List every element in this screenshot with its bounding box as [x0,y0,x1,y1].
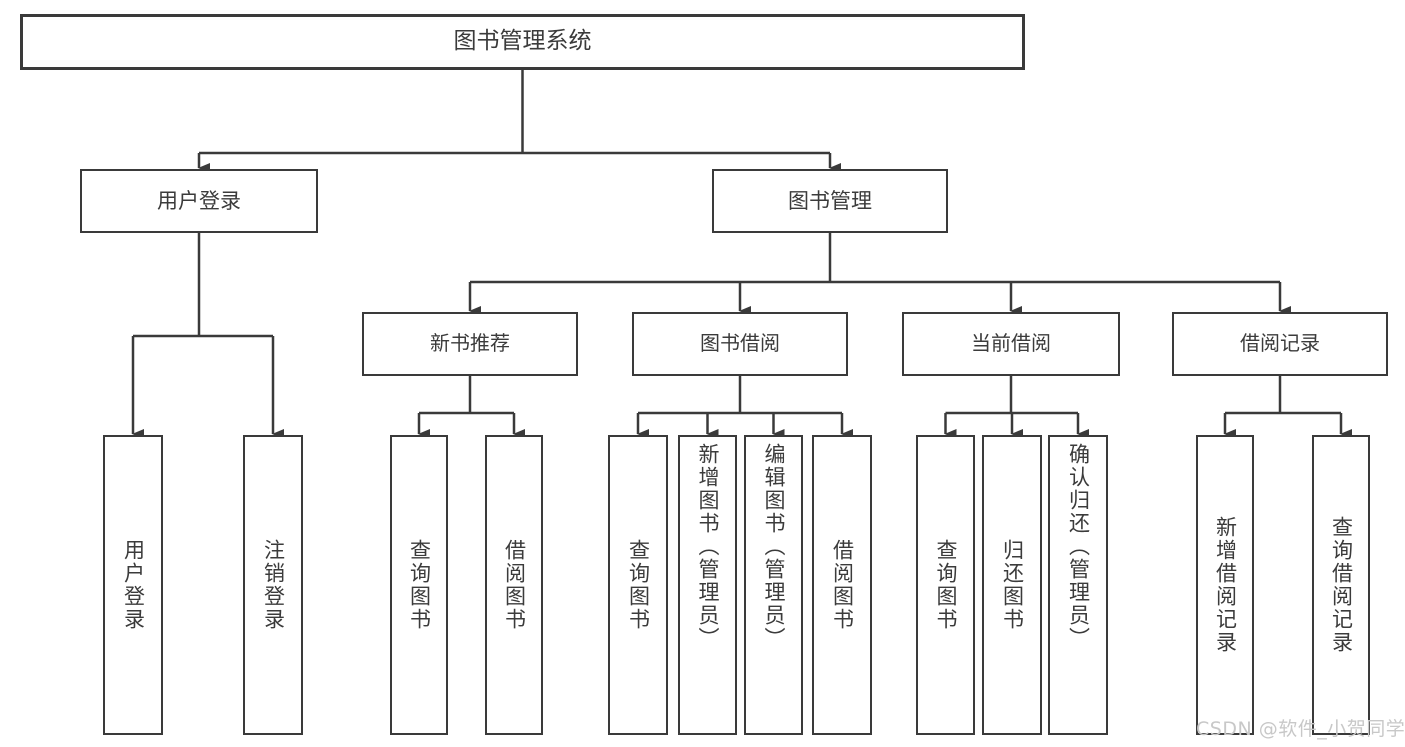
node-label-wrap: 新增图书（管理员） [680,437,735,733]
node-label-wrap: 借阅图书 [814,437,870,733]
node-label-wrap: 注销登录 [245,437,301,733]
node-label: 用户登录 [121,539,146,631]
node-label: 用户登录 [157,188,241,213]
node-label-wrap: 归还图书 [984,437,1040,733]
node-label: 查询图书 [626,539,651,631]
node-label: 图书管理 [788,188,872,213]
node-leaf-add-book[interactable]: 新增图书（管理员） [678,435,737,735]
node-leaf-query-record[interactable]: 查询借阅记录 [1312,435,1370,735]
node-label: 确认归还（管理员） [1066,443,1091,650]
node-label: 新增借阅记录 [1213,516,1238,654]
node-leaf-query-book-1[interactable]: 查询图书 [390,435,448,735]
node-label: 查询借阅记录 [1329,516,1354,654]
node-borrow-record[interactable]: 借阅记录 [1172,312,1388,376]
node-label-wrap: 查询图书 [392,437,446,733]
node-new-book-rec[interactable]: 新书推荐 [362,312,578,376]
node-user-login[interactable]: 用户登录 [80,169,318,233]
node-leaf-user-login[interactable]: 用户登录 [103,435,163,735]
node-label: 图书管理系统 [453,28,592,55]
node-label: 归还图书 [1000,539,1025,631]
node-label-wrap: 借阅图书 [487,437,541,733]
node-leaf-borrow-book-1[interactable]: 借阅图书 [485,435,543,735]
node-leaf-logout[interactable]: 注销登录 [243,435,303,735]
node-label: 图书借阅 [700,331,780,356]
node-label: 新增图书（管理员） [696,443,720,650]
node-leaf-borrow-book-2[interactable]: 借阅图书 [812,435,872,735]
node-label-wrap: 确认归还（管理员） [1050,437,1106,733]
node-leaf-query-book-3[interactable]: 查询图书 [916,435,975,735]
node-leaf-query-book-2[interactable]: 查询图书 [608,435,668,735]
node-root[interactable]: 图书管理系统 [20,14,1025,70]
node-label-wrap: 查询图书 [610,437,666,733]
node-book-manage[interactable]: 图书管理 [712,169,948,233]
node-label: 编辑图书（管理员） [762,443,786,650]
node-label: 新书推荐 [430,331,510,356]
node-label-wrap: 编辑图书（管理员） [746,437,801,733]
node-label-wrap: 新增借阅记录 [1198,437,1252,733]
node-leaf-confirm-return[interactable]: 确认归还（管理员） [1048,435,1108,735]
node-label: 借阅图书 [830,539,855,631]
node-label: 当前借阅 [971,331,1051,356]
node-label: 注销登录 [261,539,286,631]
node-label: 借阅图书 [502,539,527,631]
node-label-wrap: 用户登录 [105,437,161,733]
node-label: 借阅记录 [1240,331,1320,356]
node-label-wrap: 查询借阅记录 [1314,437,1368,733]
node-current-borrow[interactable]: 当前借阅 [902,312,1120,376]
node-label-wrap: 查询图书 [918,437,973,733]
node-book-borrow[interactable]: 图书借阅 [632,312,848,376]
node-leaf-add-record[interactable]: 新增借阅记录 [1196,435,1254,735]
node-label: 查询图书 [934,539,958,631]
node-leaf-return-book[interactable]: 归还图书 [982,435,1042,735]
node-leaf-edit-book[interactable]: 编辑图书（管理员） [744,435,803,735]
node-label: 查询图书 [407,539,432,631]
csdn-watermark: CSDN @软件_小贺同学 [1196,718,1405,740]
